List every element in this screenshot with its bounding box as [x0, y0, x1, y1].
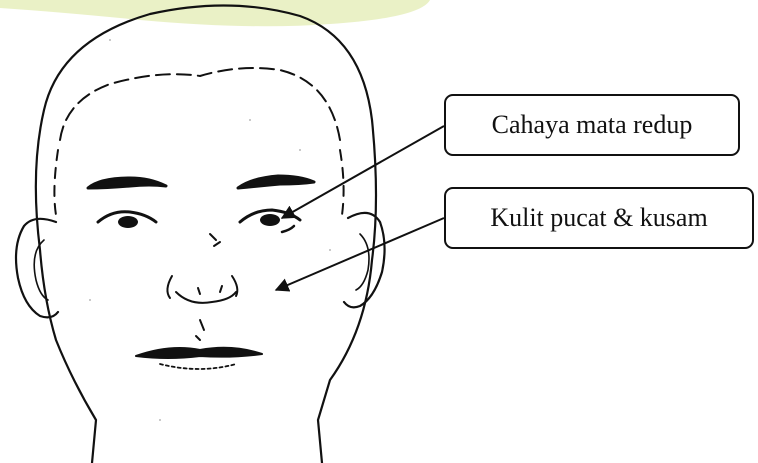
left-ear	[16, 219, 58, 318]
right-ear	[344, 213, 385, 307]
nose	[167, 276, 237, 303]
right-eyebrow	[238, 176, 314, 188]
philtrum	[196, 320, 204, 340]
top-banner	[0, 0, 430, 26]
right-eye-lower	[282, 226, 294, 232]
right-eye-pupil	[260, 214, 280, 226]
mouth	[136, 348, 262, 358]
label-dim-eyes-text: Cahaya mata redup	[492, 112, 693, 138]
print-speckles	[89, 39, 331, 421]
nose-bridge-mark	[210, 234, 220, 246]
left-eyebrow	[88, 178, 166, 188]
label-pale-skin: Kulit pucat & kusam	[444, 187, 754, 249]
hairline-left-side	[54, 150, 58, 215]
arrow-eyes	[282, 126, 444, 218]
left-eye-pupil	[118, 216, 138, 228]
lower-lip	[160, 364, 236, 369]
hairline	[60, 68, 340, 140]
label-dim-eyes: Cahaya mata redup	[444, 94, 740, 156]
right-ear-inner	[356, 234, 369, 290]
label-pale-skin-text: Kulit pucat & kusam	[490, 205, 707, 231]
arrow-skin	[276, 218, 444, 290]
